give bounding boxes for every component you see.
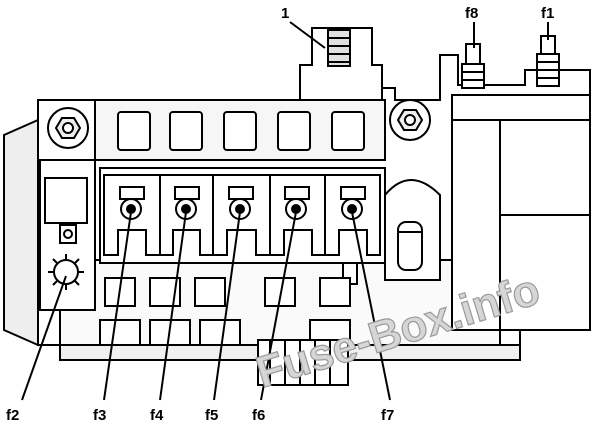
right-terminal-nut (389, 99, 431, 141)
leader-f7 (351, 211, 391, 401)
right-module (451, 94, 591, 331)
label-f5: f5 (205, 407, 218, 424)
label-f8: f8 (465, 5, 478, 22)
label-f1: f1 (541, 5, 554, 22)
stud-f8 (461, 43, 485, 89)
left-terminal-nut (47, 107, 89, 149)
label-f6: f6 (252, 407, 265, 424)
label-f4: f4 (150, 407, 164, 424)
fuse-holder-f3 (103, 174, 161, 256)
relay-sockets (117, 111, 365, 151)
stud-f1 (536, 35, 560, 87)
top-connector (299, 27, 383, 101)
leader-lines (21, 21, 549, 401)
left-fuse-block (39, 159, 96, 311)
leader-1 (289, 21, 326, 49)
leader-f2 (21, 275, 67, 401)
lower-slots (99, 277, 351, 386)
fuse-holder-f6 (269, 174, 326, 256)
main-bolt-terminal (342, 179, 441, 285)
label-1: 1 (281, 5, 289, 22)
label-f2: f2 (6, 407, 19, 424)
label-f3: f3 (93, 407, 106, 424)
fuse-holder-f5 (212, 174, 271, 256)
label-f7: f7 (381, 407, 394, 424)
leader-f3 (103, 211, 132, 401)
leader-f6 (260, 211, 297, 401)
leader-f4 (159, 211, 187, 401)
leader-f5 (213, 211, 241, 401)
